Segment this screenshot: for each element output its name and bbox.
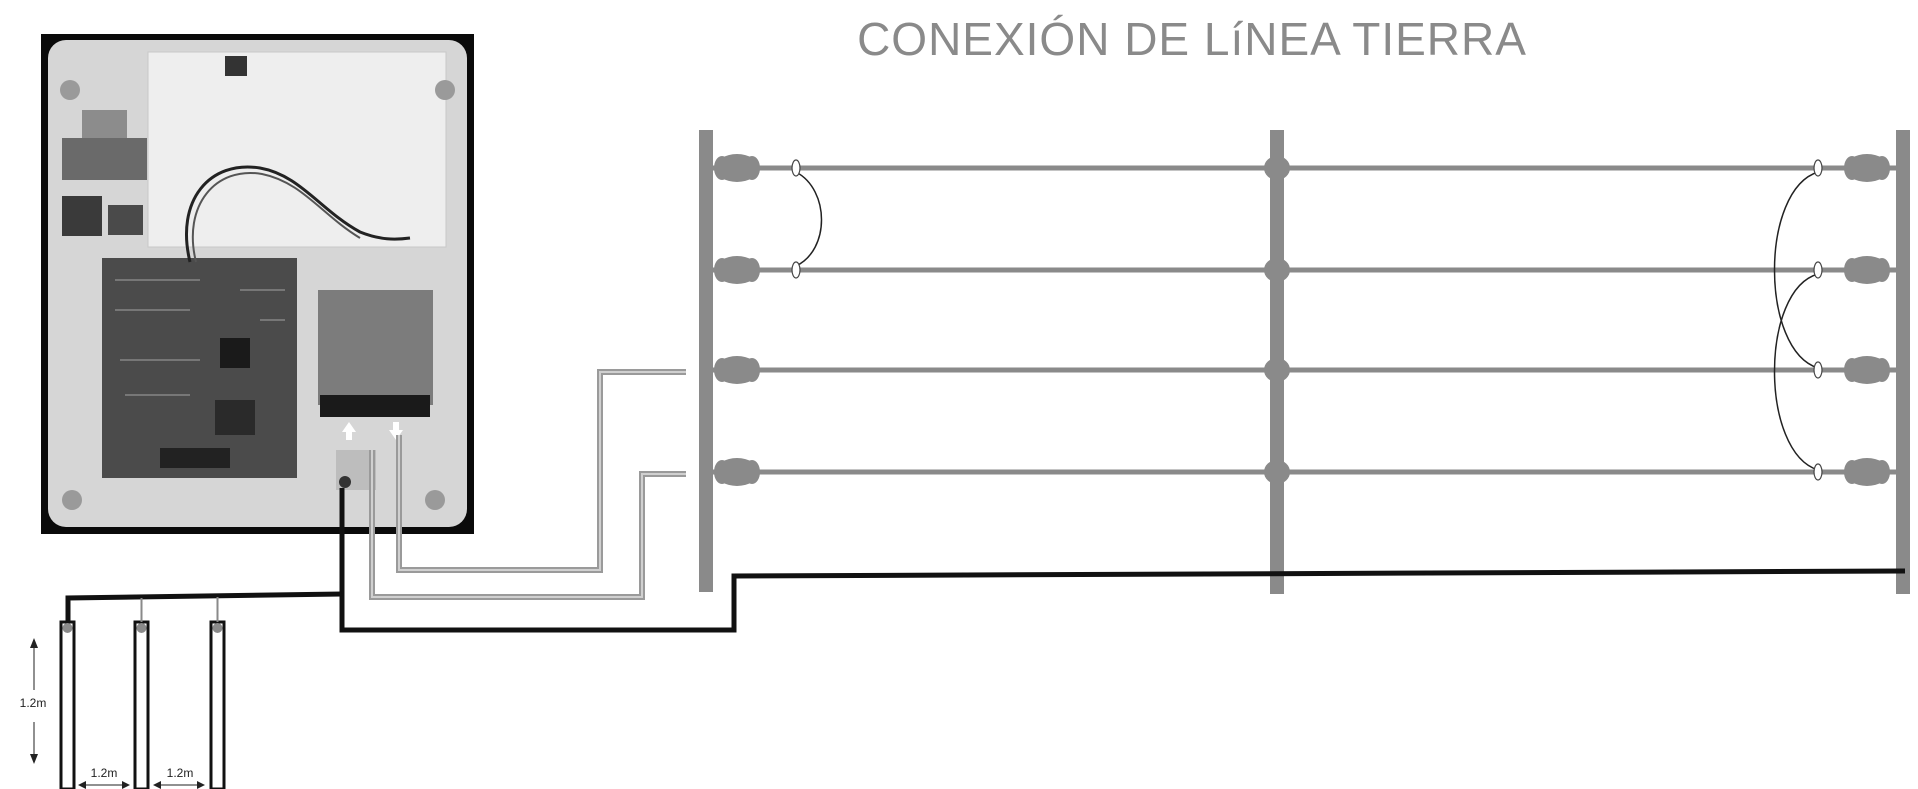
corner-screw-icon	[60, 80, 80, 100]
switch-block	[62, 138, 147, 180]
insulator-icon	[1844, 458, 1890, 486]
dimension-spacing-2: 1.2m	[153, 766, 205, 789]
transformer	[318, 290, 433, 405]
internal-wire-loop-2	[191, 171, 361, 263]
insulators-right	[1844, 154, 1890, 486]
switch-block-top	[82, 110, 127, 138]
top-clip	[225, 56, 247, 76]
arrow-right-icon	[122, 781, 130, 789]
energizer-box	[41, 34, 474, 534]
circuit-board-chip	[220, 338, 250, 368]
fence-wires	[713, 165, 1896, 475]
jumper-wires	[795, 171, 1819, 471]
insulators-left	[714, 154, 760, 486]
dimension-depth: 1.2m	[20, 638, 47, 764]
insulator-icon	[714, 458, 760, 486]
arrow-up-icon	[30, 638, 38, 648]
ground-rods	[59, 597, 226, 789]
circuit-board-relay	[215, 400, 255, 435]
left-terminal-block-2	[108, 205, 143, 235]
arrow-left-icon	[153, 781, 161, 789]
arrow-down-icon	[389, 422, 403, 440]
fence-posts	[699, 130, 1910, 594]
jumper-right-2-4	[1773, 273, 1819, 471]
ground-rod-3	[209, 597, 226, 789]
jumper-right-1-3	[1773, 171, 1819, 369]
insulator-icon	[714, 256, 760, 284]
arrow-up-icon	[342, 422, 356, 440]
circuit-board	[102, 258, 297, 478]
ground-rod-2	[133, 598, 150, 789]
insulator-icon	[1844, 154, 1890, 182]
ground-rod-1	[59, 620, 76, 789]
left-terminal-block	[62, 196, 102, 236]
corner-screw-icon	[62, 490, 82, 510]
rod-spacing-label-1: 1.2m	[91, 766, 118, 780]
dimension-spacing-1: 1.2m	[78, 766, 130, 789]
middle-post-clips	[1264, 156, 1290, 484]
circuit-board-traces	[115, 279, 285, 396]
insulator-icon	[1844, 356, 1890, 384]
energizer-inner-tray	[147, 51, 447, 248]
corner-screw-icon	[425, 490, 445, 510]
diagram-title: CONEXIÓN DE LíNEA TIERRA	[857, 13, 1527, 65]
arrow-left-icon	[78, 781, 86, 789]
rod-depth-label: 1.2m	[20, 696, 47, 710]
arrow-right-icon	[197, 781, 205, 789]
feed-cable-highlights	[371, 371, 686, 598]
insulator-icon	[1844, 256, 1890, 284]
ground-cables	[65, 488, 1906, 633]
internal-wire-loop	[185, 165, 411, 263]
ground-cable-to-fence	[339, 488, 1906, 633]
transformer-terminals	[320, 395, 430, 417]
jumper-left	[795, 171, 823, 267]
circuit-board-connector	[160, 448, 230, 468]
insulator-icon	[714, 356, 760, 384]
jumper-clamps	[791, 159, 1823, 481]
ground-terminal-screw-icon	[339, 476, 351, 488]
arrow-down-icon	[30, 754, 38, 764]
ground-cable-to-rods	[65, 591, 343, 622]
corner-screw-icon	[435, 80, 455, 100]
fence-post-right	[1896, 130, 1910, 594]
rod-spacing-label-2: 1.2m	[167, 766, 194, 780]
fence-post-left	[699, 130, 713, 592]
insulator-icon	[714, 154, 760, 182]
